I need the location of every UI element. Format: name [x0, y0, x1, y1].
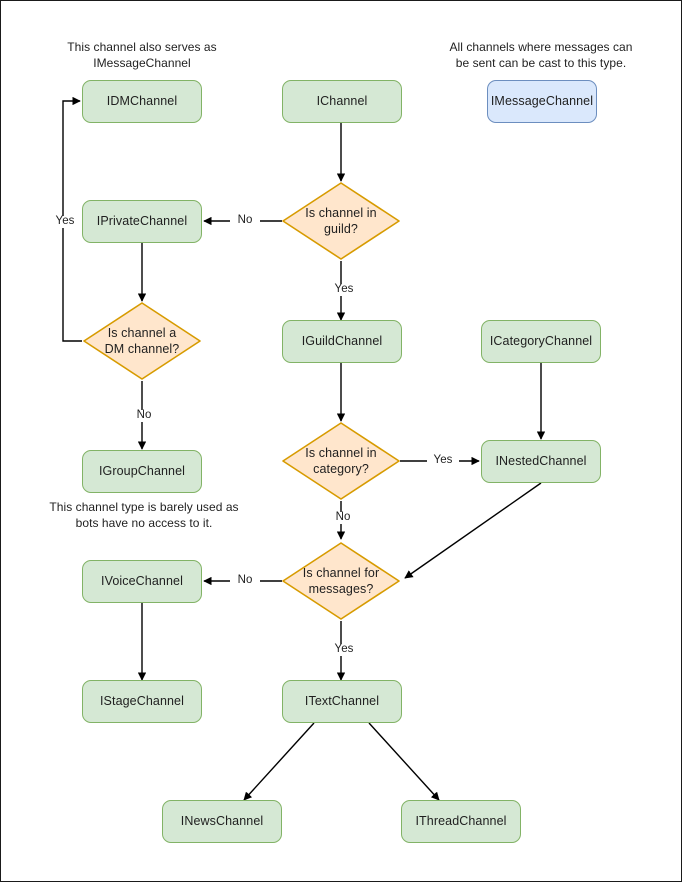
- edge-label-category-no: No: [328, 511, 358, 524]
- diamond-shape-messages: [282, 542, 400, 620]
- node-inested-channel[interactable]: INestedChannel: [481, 440, 601, 483]
- note-group-channel: This channel type is barely used as bots…: [39, 499, 249, 531]
- decision-guild-line1: Is channel in: [305, 205, 377, 220]
- edge-label-guild-yes: Yes: [328, 283, 360, 296]
- note-msg-line2: be sent can be cast to this type.: [455, 56, 627, 71]
- decision-is-channel-in-category[interactable]: Is channel in category?: [281, 421, 401, 501]
- node-ithread-channel[interactable]: IThreadChannel: [401, 800, 521, 843]
- decision-is-channel-in-guild[interactable]: Is channel in guild?: [281, 181, 401, 261]
- note-msg-line1: All channels where messages can: [449, 40, 633, 54]
- node-inews-channel[interactable]: INewsChannel: [162, 800, 282, 843]
- edge-label-dm-yes: Yes: [49, 215, 81, 228]
- decision-guild-line2: guild?: [324, 222, 358, 236]
- decision-category-line1: Is channel in: [305, 445, 377, 460]
- edge-itext-to-ithread: [368, 722, 440, 801]
- note-dm-message-channel: This channel also serves as IMessageChan…: [42, 39, 242, 71]
- note-dm-line1: This channel also serves as: [67, 40, 217, 54]
- decision-category-label: Is channel in category?: [295, 445, 386, 478]
- edge-label-messages-yes: Yes: [328, 643, 360, 656]
- edge-label-category-yes: Yes: [427, 454, 459, 467]
- edge-itext-to-inews: [243, 722, 315, 801]
- edge-label-guild-no: No: [230, 214, 260, 227]
- edge-label-messages-no: No: [230, 574, 260, 587]
- decision-messages-label: Is channel for messages?: [293, 565, 389, 598]
- node-imessage-channel[interactable]: IMessageChannel: [487, 80, 597, 123]
- node-istage-channel[interactable]: IStageChannel: [82, 680, 202, 723]
- diamond-shape-category: [282, 422, 400, 500]
- node-ichannel[interactable]: IChannel: [282, 80, 402, 123]
- diamond-shape-guild: [282, 182, 400, 260]
- node-icategory-channel[interactable]: ICategoryChannel: [481, 320, 601, 363]
- decision-dm-line1: Is channel a: [107, 325, 177, 340]
- decision-guild-label: Is channel in guild?: [295, 205, 386, 238]
- note-message-channel: All channels where messages can be sent …: [431, 39, 651, 71]
- decision-is-channel-for-messages[interactable]: Is channel for messages?: [281, 541, 401, 621]
- diamond-shape-dm: [83, 302, 201, 380]
- edge-label-dm-no: No: [129, 409, 159, 422]
- node-itext-channel[interactable]: ITextChannel: [282, 680, 402, 723]
- decision-messages-line2: messages?: [308, 582, 374, 596]
- node-iprivate-channel[interactable]: IPrivateChannel: [82, 200, 202, 243]
- decision-dm-line2: DM channel?: [104, 342, 180, 356]
- decision-is-channel-a-dm-channel[interactable]: Is channel a DM channel?: [82, 301, 202, 381]
- decision-messages-line1: Is channel for: [302, 565, 380, 580]
- decision-category-line2: category?: [313, 462, 369, 476]
- note-group-line2: bots have no access to it.: [75, 516, 213, 531]
- note-dm-line2: IMessageChannel: [93, 56, 191, 71]
- decision-dm-label: Is channel a DM channel?: [95, 325, 190, 358]
- node-ivoice-channel[interactable]: IVoiceChannel: [82, 560, 202, 603]
- node-iguild-channel[interactable]: IGuildChannel: [282, 320, 402, 363]
- edge-inested-to-messages: [404, 482, 542, 579]
- note-group-line1: This channel type is barely used as: [49, 500, 239, 514]
- node-igroup-channel[interactable]: IGroupChannel: [82, 450, 202, 493]
- node-idm-channel[interactable]: IDMChannel: [82, 80, 202, 123]
